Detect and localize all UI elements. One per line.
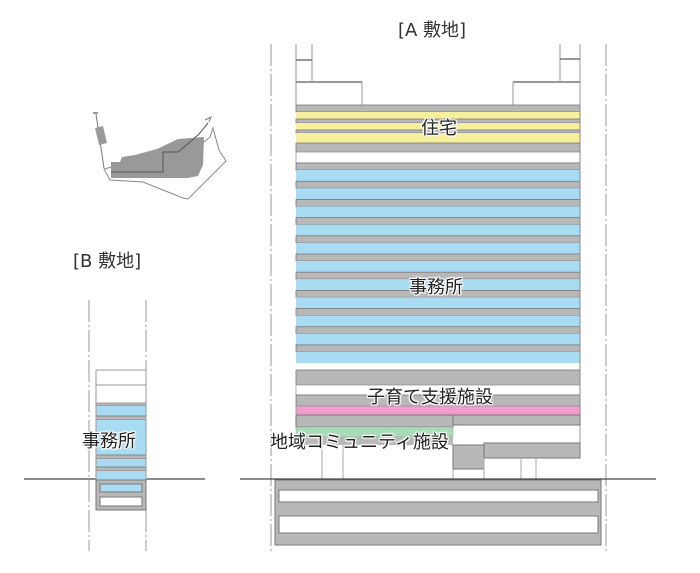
office-floor [296,315,580,327]
podium-a [295,414,581,479]
basement-b-level-1 [99,483,143,493]
residential-floor [296,112,580,119]
office-floor [296,279,580,291]
residential-floor [296,133,580,143]
podium-slab-right [452,414,581,426]
floor-slab [295,235,581,244]
mechanical-floor [295,151,581,164]
office-floor [296,260,580,273]
label-residential: 住宅 [421,118,457,139]
community-slab [296,437,453,445]
site-plan-icon [93,112,227,200]
site-a-title: [A 敷地] [398,20,467,41]
section-arrow-a [204,115,212,123]
basement-b [95,479,147,511]
floor-slab [295,253,581,262]
floor-slab [295,326,581,335]
floor-slab [295,180,581,189]
site-boundary [103,126,227,200]
label-office-b: 事務所 [82,431,136,452]
residential-floor [296,123,580,130]
building-footprint-a [111,137,204,178]
office-floor [296,333,580,345]
floor-slab [295,199,581,207]
floor-slab [95,466,147,472]
office-floor [96,471,146,481]
label-community: 地域コミュニティ施設 [270,432,449,453]
basement-b-level-2 [99,496,143,507]
building-footprint-b [95,126,107,145]
label-childcare: 子育て支援施設 [367,387,493,408]
floor-slab [295,308,581,316]
podium-block-center [452,444,485,470]
office-floor [296,206,580,218]
basement-a-level-2 [278,515,599,534]
tower-b-upper-outline [95,369,147,403]
basement-a [274,479,602,546]
floor-slab [95,415,147,421]
office-floor [296,188,580,200]
basement-a-level-1 [278,489,599,503]
office-floor [296,224,580,236]
section-line-a [111,122,209,173]
tower-a [295,104,581,416]
office-floor [296,170,580,182]
floor-slab [295,162,581,171]
floor-slab [295,344,581,353]
office-floor [296,297,580,309]
label-office-a: 事務所 [409,277,463,298]
podium-block-right [483,442,581,459]
site-b-title: [B 敷地] [73,251,142,272]
office-floor [96,459,146,467]
office-floor [96,420,146,455]
rooftop-structures-a [295,44,581,105]
office-floor [296,242,580,254]
office-floor [96,406,146,416]
roof-slab [295,104,581,113]
tower-b [95,402,147,481]
floor-slab [95,454,147,460]
podium-slab-left [295,414,454,428]
floor-slab [295,142,581,153]
floor-slab [295,217,581,225]
office-floor [296,351,580,364]
